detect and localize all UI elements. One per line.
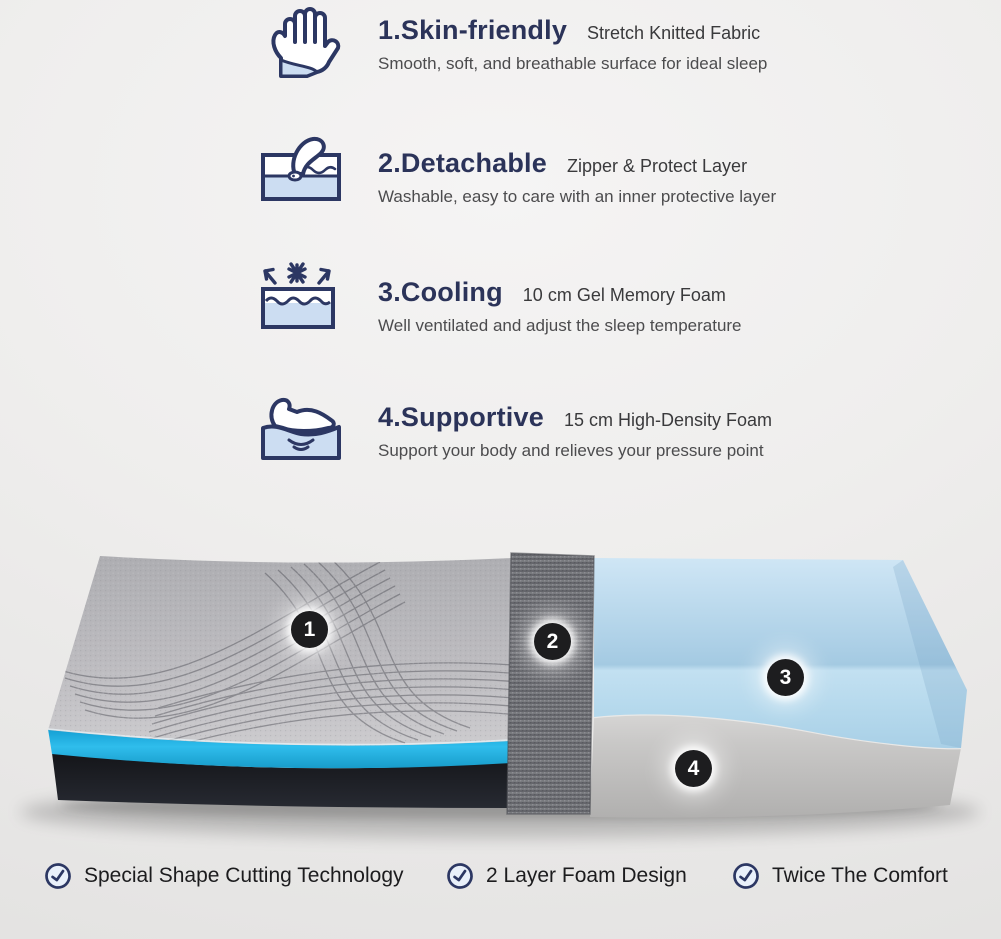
feature-description: Support your body and relieves your pres… xyxy=(378,441,764,460)
check-circle-icon xyxy=(45,863,71,889)
feature-description: Washable, easy to care with an inner pro… xyxy=(378,187,777,206)
layer-high-density-foam xyxy=(590,714,961,818)
layer-gel-memory-foam xyxy=(594,558,967,749)
feature-subtitle: 10 cm Gel Memory Foam xyxy=(522,285,726,305)
feature-title: 4.Supportive xyxy=(378,402,544,432)
footer-item-label: Twice The Comfort xyxy=(772,864,948,887)
feature-subtitle: Stretch Knitted Fabric xyxy=(587,23,761,43)
check-circle-icon xyxy=(733,863,759,889)
badge-fabric-layer: 1 xyxy=(291,611,328,648)
footer-item-label: 2 Layer Foam Design xyxy=(486,864,687,887)
hand-icon xyxy=(271,7,341,78)
footer-item-label: Special Shape Cutting Technology xyxy=(84,864,404,887)
feature-title: 3.Cooling xyxy=(378,277,503,307)
mattress-cutaway-illustration xyxy=(20,552,980,838)
footer-item-comfort: Twice The Comfort xyxy=(732,862,948,890)
badge-protect-layer: 2 xyxy=(534,623,571,660)
feature-subtitle: 15 cm High-Density Foam xyxy=(563,410,773,430)
zipper-layer-icon xyxy=(261,136,341,201)
cooling-icon xyxy=(261,262,335,329)
feature-description: Smooth, soft, and breathable surface for… xyxy=(378,54,768,73)
layer-protect-strip xyxy=(507,553,594,814)
feature-subtitle: Zipper & Protect Layer xyxy=(566,156,748,176)
feature-description: Well ventilated and adjust the sleep tem… xyxy=(378,316,742,335)
footer-item-shape-cutting: Special Shape Cutting Technology xyxy=(44,862,404,890)
gel-foam-right-face xyxy=(893,560,967,748)
footer-item-foam-design: 2 Layer Foam Design xyxy=(446,862,687,890)
layer-base-band xyxy=(52,753,511,808)
feature-title: 2.Detachable xyxy=(378,148,547,178)
support-recliner-icon xyxy=(261,397,341,460)
badge-density-foam-layer: 4 xyxy=(675,750,712,787)
check-circle-icon xyxy=(447,863,473,889)
badge-gel-foam-layer: 3 xyxy=(767,659,804,696)
feature-title: 1.Skin-friendly xyxy=(378,15,568,45)
